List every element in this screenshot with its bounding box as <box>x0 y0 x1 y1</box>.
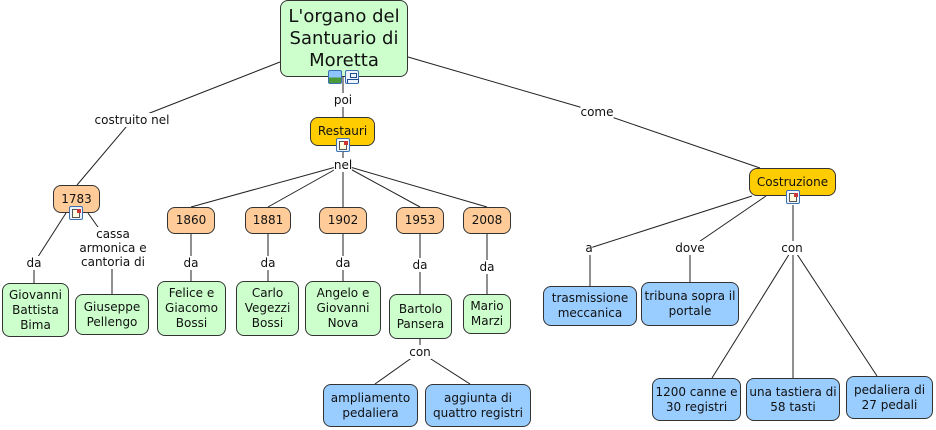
concept-trasmissione[interactable]: trasmissione meccanica <box>543 286 637 326</box>
link-con: con <box>409 345 431 359</box>
concept-nova[interactable]: Angelo e Giovanni Nova <box>305 281 381 336</box>
link-con: con <box>781 241 803 255</box>
concept-marzi[interactable]: Mario Marzi <box>463 294 511 334</box>
concept-tastiera[interactable]: una tastiera di 58 tasti <box>746 378 840 421</box>
link-a: a <box>585 241 593 255</box>
concept-canne[interactable]: 1200 canne e 30 registri <box>652 378 741 421</box>
concept-restauri[interactable]: Restauri <box>310 117 375 146</box>
link-da: da <box>260 256 276 270</box>
link-da: da <box>479 260 495 274</box>
concept-1881[interactable]: 1881 <box>245 207 291 234</box>
concept-1860[interactable]: 1860 <box>167 207 215 234</box>
link-nel: nel <box>333 158 353 172</box>
root-concept[interactable]: L'organo del Santuario di Moretta <box>280 0 408 77</box>
link-da: da <box>335 256 351 270</box>
link-da: da <box>183 256 199 270</box>
link-da: da <box>26 256 42 270</box>
link-dove: dove <box>675 241 705 255</box>
concept-2008[interactable]: 2008 <box>463 207 511 234</box>
concept-tribuna[interactable]: tribuna sopra il portale <box>641 282 739 326</box>
concept-bima[interactable]: Giovanni Battista Bima <box>2 283 69 337</box>
link-poi: poi <box>333 93 353 107</box>
concept-map-icon[interactable] <box>345 70 359 84</box>
link-come: come <box>580 105 614 119</box>
link-da: da <box>412 258 428 272</box>
concept-pedaliera[interactable]: pedaliera di 27 pedali <box>846 376 933 419</box>
image-icon[interactable] <box>328 70 342 84</box>
concept-pellengo[interactable]: Giuseppe Pellengo <box>75 294 149 335</box>
document-icon[interactable] <box>69 206 83 220</box>
concept-vegezzi[interactable]: Carlo Vegezzi Bossi <box>236 281 299 336</box>
concept-ampliamento[interactable]: ampliamento pedaliera <box>323 384 418 427</box>
document-icon[interactable] <box>336 138 350 152</box>
concept-1953[interactable]: 1953 <box>396 207 444 234</box>
concept-pansera[interactable]: Bartolo Pansera <box>389 294 452 339</box>
concept-aggiunta[interactable]: aggiunta di quattro registri <box>425 384 531 427</box>
link-cassa-armonica: cassa armonica e cantoria di <box>73 227 153 269</box>
document-icon[interactable] <box>786 190 800 204</box>
link-costruito-nel: costruito nel <box>94 113 170 127</box>
concept-bossi[interactable]: Felice e Giacomo Bossi <box>157 281 226 336</box>
concept-1902[interactable]: 1902 <box>319 207 367 234</box>
